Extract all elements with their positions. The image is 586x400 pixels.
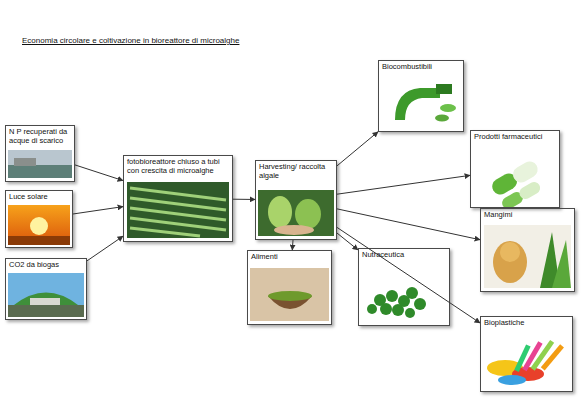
box-label: CO2 da biogas: [9, 261, 83, 270]
plant-building: [14, 158, 36, 166]
plant-sign: [30, 298, 60, 305]
process-box: Luce solare: [5, 190, 73, 248]
hands: [274, 225, 314, 235]
harvest-photo: [258, 190, 334, 236]
sun-disc: [30, 217, 48, 235]
flow-arrow: [337, 132, 378, 166]
flow-arrow: [337, 175, 470, 194]
food-photo: [250, 268, 329, 321]
process-box: Bioplastiche: [480, 316, 573, 392]
diagram-title: Economia circolare e coltivazione in bio…: [22, 36, 239, 45]
algae-mass: [295, 199, 321, 229]
dog-head: [500, 242, 520, 262]
process-box: Prodotti farmaceutici: [470, 130, 560, 208]
photobioreactor-photo: [127, 182, 229, 238]
ground: [8, 305, 84, 317]
process-box: N P recuperati da acque di scarico: [5, 125, 75, 182]
flow-arrow: [73, 207, 123, 214]
box-label: Nutraceutica: [362, 251, 446, 260]
reactor-tubes: [130, 188, 226, 236]
water-surface: [8, 165, 72, 178]
plastic-cutlery: [487, 340, 564, 385]
flow-arrow: [337, 209, 480, 240]
algae-pills: [367, 287, 426, 318]
fuel-nozzle: [436, 84, 452, 94]
process-box: Alimenti: [247, 250, 332, 325]
algae-mass: [268, 196, 292, 228]
leaf: [440, 104, 456, 112]
box-label: N P recuperati da acque di scarico: [9, 128, 71, 145]
box-label: Bioplastiche: [484, 319, 569, 328]
box-label: Prodotti farmaceutici: [474, 133, 556, 142]
capsule: [500, 180, 542, 211]
box-label: Biocombustibili: [382, 63, 460, 72]
horizon: [8, 236, 70, 245]
dog: [493, 241, 527, 283]
process-box: fotobioreattore chiuso a tubi con cresci…: [123, 155, 233, 242]
leaf: [435, 115, 449, 122]
flow-arrow: [75, 165, 123, 181]
process-box: Biocombustibili: [378, 60, 464, 132]
box-label: Luce solare: [9, 193, 69, 202]
wastewater-photo: [8, 150, 72, 178]
process-box: Nutraceutica: [358, 248, 450, 326]
process-box: Harvesting/ raccolta algale: [255, 160, 337, 240]
box-label: Mangimi: [484, 211, 571, 220]
biogas-photo: [8, 273, 84, 317]
box-label: fotobioreattore chiuso a tubi con cresci…: [127, 158, 229, 175]
flow-arrow: [87, 236, 123, 261]
flow-arrow: [292, 240, 294, 250]
flow-arrow: [337, 233, 358, 250]
process-box: CO2 da biogas: [5, 258, 87, 320]
process-box: Mangimi: [480, 208, 575, 292]
fern: [552, 240, 571, 288]
sunset-photo: [8, 205, 70, 245]
box-label: Harvesting/ raccolta algale: [259, 163, 333, 180]
box-label: Alimenti: [251, 253, 328, 262]
flow-arrow: [233, 199, 255, 200]
algae-powder: [268, 291, 312, 301]
biogas-dome: [14, 293, 78, 306]
feed-photo: [484, 225, 571, 288]
fuel-hose: [395, 88, 440, 120]
